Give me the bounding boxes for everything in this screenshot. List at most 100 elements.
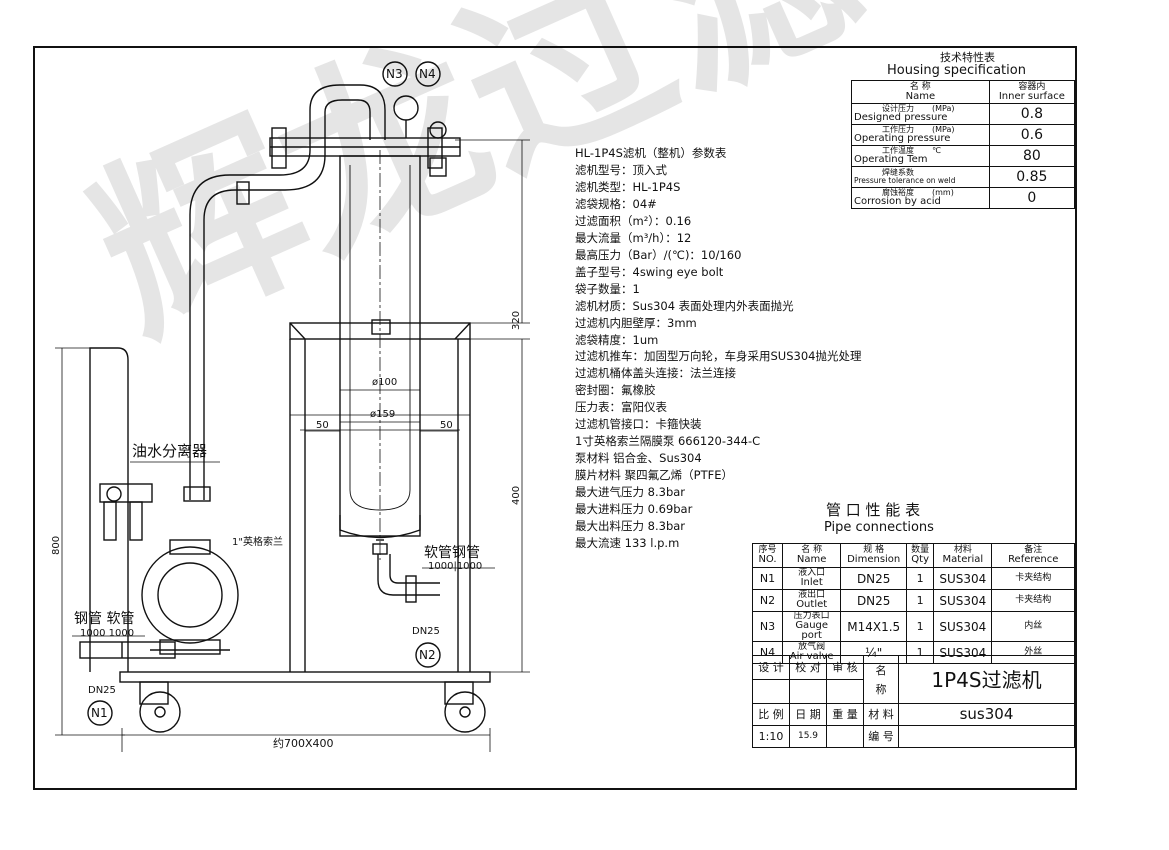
title-material-label: 材 料	[863, 703, 899, 726]
pipe-cell-ref: 内丝	[991, 611, 1075, 642]
housing-row-value: 0	[988, 187, 1076, 209]
spec-line: 滤袋精度：1um	[575, 332, 659, 347]
pipe-cell-no: N2	[751, 589, 784, 612]
housing-row-value: 80	[988, 145, 1076, 167]
oil-water-separator	[99, 483, 153, 503]
label-oil-separator: 油水分离器	[132, 442, 208, 460]
pipe-title-cn: 管 口 性 能 表	[826, 501, 921, 519]
pipe-cell-ref: 卡夹结构	[991, 567, 1075, 590]
spec-line: 过滤机内胆壁厚：3mm	[575, 315, 697, 330]
housing-title-en: Housing specification	[887, 63, 1026, 78]
spec-line: 最大流速 133 l.p.m	[575, 535, 680, 550]
label-n1: N1	[91, 706, 108, 720]
spec-line: 袋子数量：1	[575, 281, 640, 296]
spec-line: 最大流量（m³/h）：12	[575, 230, 692, 245]
spec-line: 滤机型号：顶入式	[575, 163, 667, 177]
housing-row-value: 0.85	[988, 166, 1076, 188]
spec-line: 滤机材质：Sus304 表面处理内外表面抛光	[575, 298, 794, 313]
lid-bolt-right	[427, 127, 443, 169]
title-design-label: 设 计	[752, 655, 790, 680]
label-pipe-hose-left-dim: 1000 1000	[80, 628, 135, 639]
pipe-cell-qty: 1	[906, 611, 935, 642]
housing-spec-table: 名 称 Name 容器内 Inner surface 设计压力(MPa)Desi…	[851, 80, 1076, 209]
title-scale: 1:10	[752, 725, 790, 748]
spec-line: 最大进料压力 0.69bar	[575, 502, 693, 516]
inlet-pipe-inner	[203, 99, 371, 500]
pipe-cell-qty: 1	[906, 567, 935, 590]
title-material: sus304	[898, 703, 1075, 726]
diameter-100: ø100	[372, 377, 398, 388]
spec-line: 滤机类型：HL-1P4S	[575, 179, 681, 194]
vessel-bottom	[339, 515, 421, 539]
pipe-cell-mat: SUS304	[933, 589, 993, 612]
pipe-cell-mat: SUS304	[933, 567, 993, 590]
cart-base	[119, 671, 491, 683]
dimension-400: 400	[511, 485, 522, 505]
pipe-cell-no: N1	[751, 567, 784, 590]
housing-row-name: 设计压力(MPa)Designed pressure	[851, 103, 990, 125]
title-check-label: 校 对	[789, 655, 827, 680]
title-name-label: 名称	[863, 655, 899, 704]
title-review-label: 审 核	[826, 655, 864, 680]
pipe-title-en: Pipe connections	[824, 520, 934, 535]
diameter-159: ø159	[370, 409, 396, 420]
spec-line: 最大进气压力 8.3bar	[575, 485, 686, 500]
spec-line: 1寸英格索兰隔膜泵 666120-344-C	[575, 434, 761, 449]
pipe-cell-dim: DN25	[840, 567, 908, 590]
housing-row-name: 工作压力(MPa)Operating pressure	[851, 124, 990, 146]
title-drawing-no-label: 编 号	[863, 725, 899, 748]
housing-header-name: 名 称 Name	[851, 80, 990, 104]
label-hose-pipe-right: 软管钢管	[424, 545, 480, 561]
housing-row-value: 0.6	[988, 124, 1076, 146]
product-name: 1P4S过滤机	[898, 655, 1075, 704]
spec-line: 最大出料压力 8.3bar	[575, 518, 686, 533]
pipe-cell-qty: 1	[906, 589, 935, 612]
dimension-50-right: 50	[440, 420, 453, 431]
spec-line: 膜片材料 聚四氟乙烯（PTFE）	[575, 468, 733, 483]
label-n3: N3	[386, 67, 403, 81]
title-scale-label: 比 例	[752, 703, 790, 726]
drawing-frame	[33, 46, 1077, 790]
pipe-cell-mat: SUS304	[933, 611, 993, 642]
pipe-cell-no: N3	[751, 611, 784, 642]
cart-handle	[89, 347, 129, 672]
spec-line: 过滤机推车：加固型万向轮，车身采用SUS304抛光处理	[575, 349, 862, 364]
diaphragm-pump	[141, 546, 239, 644]
housing-row-value: 0.8	[988, 103, 1076, 125]
label-dn25-n2: DN25	[412, 626, 440, 637]
label-n4: N4	[419, 67, 436, 81]
dimension-50-left: 50	[316, 420, 329, 431]
spec-line: 过滤机桶体盖头连接：法兰连接	[575, 366, 736, 381]
label-hose-pipe-right-dim: 1000|1000	[428, 561, 483, 572]
title-date: 15.9	[789, 725, 827, 748]
dimension-320: 320	[511, 310, 522, 330]
pipe-clamp	[236, 181, 250, 205]
spec-line: 最高压力（Bar）/(℃)：10/160	[575, 247, 742, 262]
spec-line: 过滤机管接口：卡箍快装	[575, 417, 702, 432]
wheel-left	[139, 691, 181, 733]
housing-title-cn: 技术特性表	[940, 51, 995, 64]
dimension-footprint: 约700X400	[273, 737, 334, 750]
spec-line: 过滤面积（m²）：0.16	[575, 213, 692, 228]
lid-bolt-left	[271, 127, 287, 169]
label-n2: N2	[419, 648, 436, 662]
outlet-pipe	[377, 554, 440, 596]
spec-line: 密封圈：氟橡胶	[575, 383, 656, 398]
dimension-800: 800	[51, 535, 62, 555]
